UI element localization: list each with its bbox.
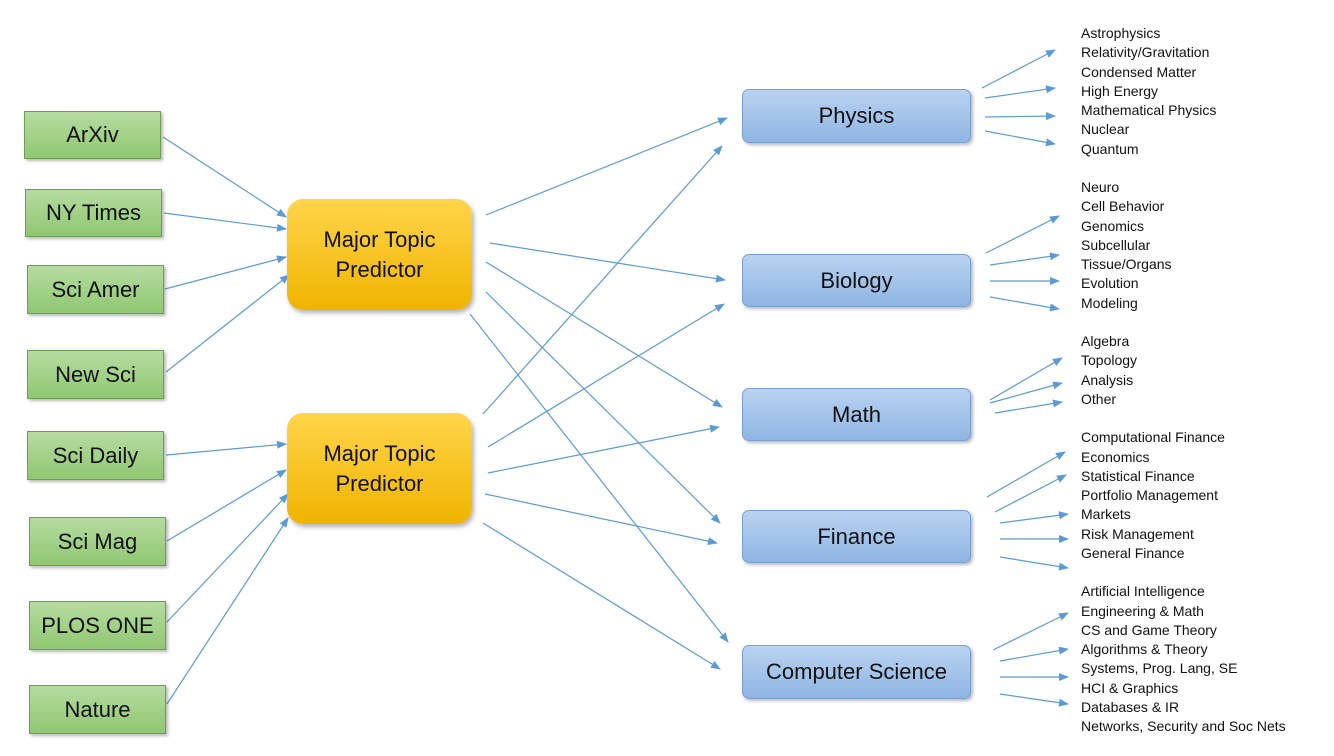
source-ny-times: NY Times	[25, 189, 162, 237]
connector-arrow	[989, 357, 1063, 401]
connector-arrow	[485, 291, 721, 524]
subtopic-label: Markets	[1081, 506, 1131, 522]
connector-arrow	[484, 493, 718, 546]
connector-arrow	[485, 261, 723, 408]
topic-math: Math	[742, 388, 971, 441]
topic-biology: Biology	[742, 254, 971, 307]
subtopic-label: Relativity/Gravitation	[1081, 44, 1210, 60]
subtopic-label: High Energy	[1081, 83, 1159, 99]
connector-arrow	[992, 612, 1069, 651]
subtopic-label: CS and Game Theory	[1081, 622, 1217, 638]
subtopic-label: Neuro	[1081, 179, 1120, 195]
source-arxiv: ArXiv	[24, 111, 161, 159]
connector-arrow	[986, 451, 1066, 498]
connector-arrow	[485, 117, 728, 216]
connector-arrow	[165, 274, 290, 373]
source-sci-mag: Sci Mag	[29, 517, 166, 566]
subtopic-label: Networks, Security and Soc Nets	[1081, 718, 1286, 734]
subtopic-label: Modeling	[1081, 295, 1138, 311]
subtopic-label: HCI & Graphics	[1081, 680, 1179, 696]
connector-arrow	[999, 556, 1069, 571]
subtopic-label: Genomics	[1081, 218, 1145, 234]
subtopic-label: Nuclear	[1081, 121, 1130, 137]
connector-arrow	[999, 646, 1069, 662]
connector-arrow	[999, 693, 1069, 707]
connector-arrow	[989, 381, 1063, 404]
source-nature: Nature	[29, 685, 166, 734]
subtopic-label: Databases & IR	[1081, 699, 1180, 715]
connector-arrow	[166, 517, 289, 705]
connector-arrow	[989, 296, 1060, 312]
connector-arrow	[989, 252, 1060, 266]
subtopic-label: Statistical Finance	[1081, 468, 1195, 484]
subtopic-label: General Finance	[1081, 545, 1185, 561]
source-plos-one: PLOS ONE	[29, 601, 166, 650]
subtopic-label: Analysis	[1081, 372, 1134, 388]
subtopic-label: Cell Behavior	[1081, 198, 1165, 214]
connector-arrow	[469, 313, 729, 643]
connector-arrow	[163, 212, 287, 232]
connector-arrow	[166, 469, 287, 542]
connector-arrow	[165, 440, 287, 456]
connector-arrow	[487, 424, 720, 474]
topic-finance: Finance	[742, 510, 971, 563]
subtopic-label: Algebra	[1081, 333, 1130, 349]
connector-arrow	[984, 85, 1056, 99]
topic-physics: Physics	[742, 89, 971, 143]
subtopic-label: Other	[1081, 391, 1117, 407]
subtopic-label: Systems, Prog. Lang, SE	[1081, 660, 1238, 676]
topic-computer-science: Computer Science	[742, 645, 971, 699]
connector-arrow	[984, 112, 1056, 121]
subtopic-label: Artificial Intelligence	[1081, 583, 1205, 599]
subtopic-label: Mathematical Physics	[1081, 102, 1217, 118]
subtopic-label: Quantum	[1081, 141, 1139, 157]
connector-arrow	[482, 145, 723, 415]
subtopic-label: Portfolio Management	[1081, 487, 1218, 503]
connector-arrow	[994, 474, 1067, 513]
connector-arrow	[166, 493, 289, 623]
connector-arrow	[482, 522, 721, 670]
subtopic-label: Engineering & Math	[1081, 603, 1204, 619]
subtopic-label: Economics	[1081, 449, 1150, 465]
connector-arrow	[487, 303, 725, 448]
subtopic-label: Evolution	[1081, 275, 1139, 291]
connector-arrow	[162, 136, 287, 218]
source-sci-amer: Sci Amer	[27, 265, 164, 314]
source-new-sci: New Sci	[27, 350, 164, 399]
connector-arrow	[994, 399, 1063, 414]
subtopic-label: Astrophysics	[1081, 25, 1161, 41]
source-sci-daily: Sci Daily	[27, 431, 164, 480]
subtopic-label: Computational Finance	[1081, 429, 1225, 445]
connector-arrow	[489, 242, 726, 283]
connector-arrow	[999, 511, 1069, 524]
subtopic-label: Risk Management	[1081, 526, 1194, 542]
connector-arrow	[985, 215, 1060, 254]
connector-arrow	[981, 49, 1056, 89]
subtopic-label: Tissue/Organs	[1081, 256, 1172, 272]
connector-arrow	[164, 255, 287, 290]
subtopic-label: Topology	[1081, 352, 1138, 368]
subtopic-label: Algorithms & Theory	[1081, 641, 1208, 657]
subtopic-label: Condensed Matter	[1081, 64, 1197, 80]
connector-arrow	[984, 130, 1056, 147]
subtopic-label: Subcellular	[1081, 237, 1151, 253]
